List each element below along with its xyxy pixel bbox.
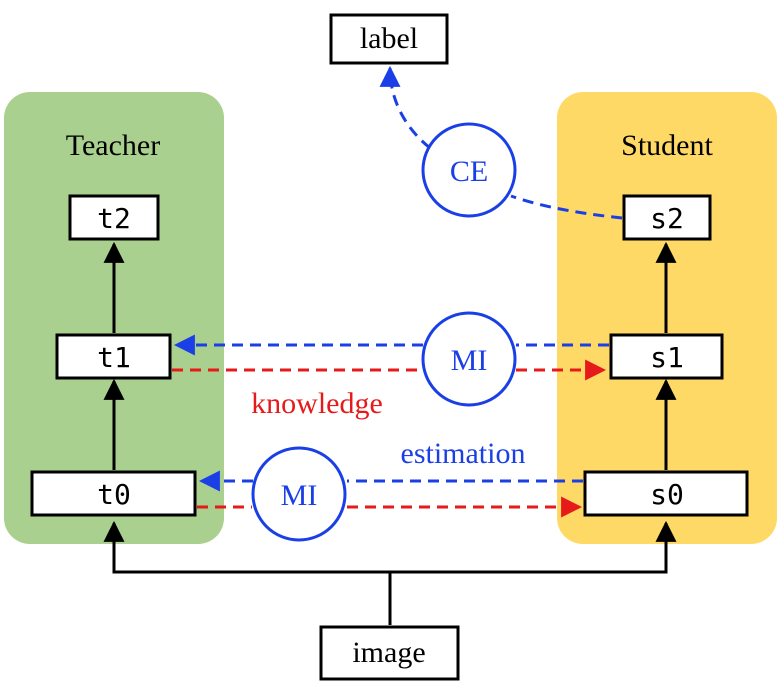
s1-label: s1 (650, 341, 684, 374)
mi-lower-circle (251, 446, 347, 542)
s2-box (622, 194, 712, 241)
ce-circle (421, 122, 517, 218)
image-text: image (352, 636, 425, 669)
s1-box (609, 333, 724, 380)
mi-upper-text: MI (451, 344, 488, 377)
image-to-t0-connector (103, 520, 392, 625)
t1-box (55, 333, 172, 380)
image-box (319, 625, 460, 681)
t2-label: t2 (97, 202, 131, 235)
s0-box (583, 470, 749, 517)
mi-upper-circle (421, 311, 517, 407)
knowledge-annotation: knowledge (251, 387, 383, 420)
estimation-annotation: estimation (401, 437, 526, 470)
ce-text: CE (450, 155, 488, 188)
ce-curve-from-s2 (510, 194, 623, 220)
label-box (329, 13, 449, 65)
student-title: Student (621, 129, 713, 162)
t1-label: t1 (97, 341, 131, 374)
image-to-s0-connector (390, 520, 677, 574)
ce-curve-to-label (379, 65, 431, 150)
t0-label: t0 (97, 478, 131, 511)
t0-box (30, 470, 197, 517)
t2-box (68, 194, 160, 241)
mi-lower-text: MI (281, 479, 318, 512)
label-text: label (360, 22, 418, 55)
s0-label: s0 (650, 478, 684, 511)
s2-label: s2 (650, 202, 684, 235)
teacher-title: Teacher (66, 129, 160, 162)
